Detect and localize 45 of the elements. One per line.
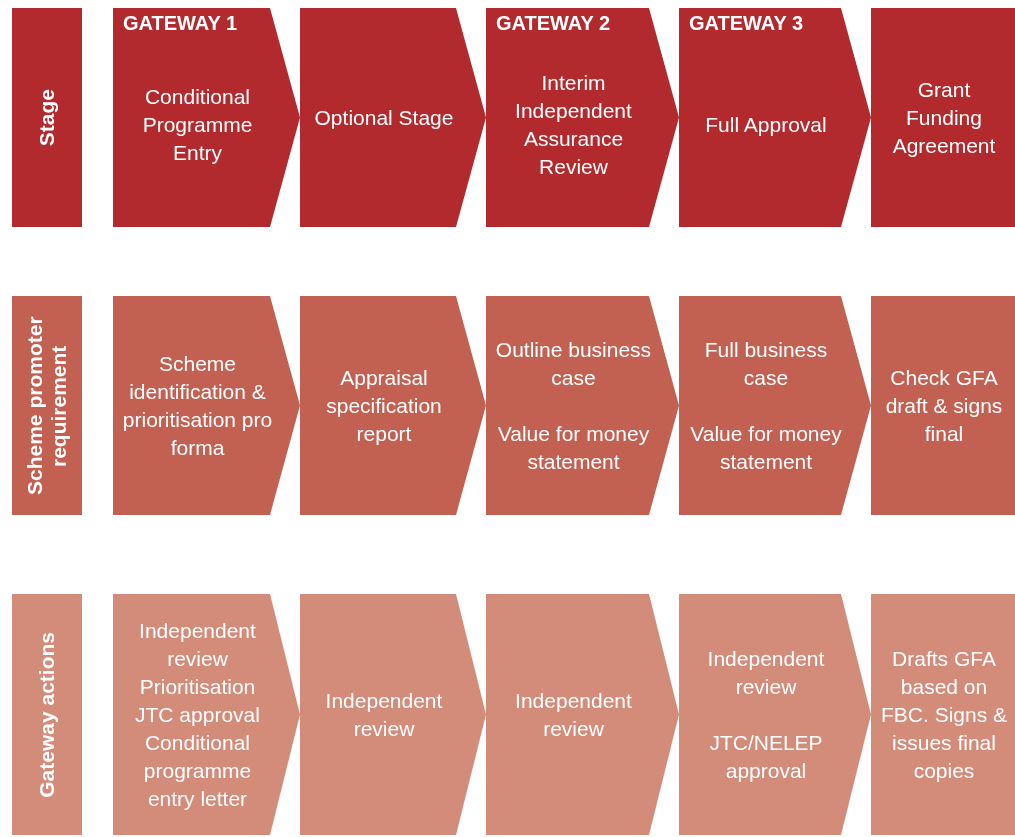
- chevron-shape: [300, 296, 486, 515]
- step-text: Conditional Programme Entry: [141, 83, 254, 166]
- row-header: [12, 8, 82, 227]
- gateway-label: GATEWAY 1: [123, 12, 238, 35]
- chevron-shape: [486, 296, 679, 515]
- step-text: Grant Funding Agreement: [891, 76, 997, 159]
- step-box: [871, 8, 1015, 227]
- chevron-shape: [113, 296, 300, 515]
- row-label: Stage: [35, 88, 59, 147]
- chevron-shape: [679, 594, 871, 835]
- row-label: Gateway actions: [35, 631, 59, 798]
- step-text: Full business case: [703, 336, 829, 391]
- step-box: [871, 594, 1015, 835]
- step-text: Value for money statement: [689, 420, 843, 475]
- step-text: Check GFA draft & signs final: [884, 364, 1004, 447]
- chevron-shape: [679, 296, 871, 515]
- chevron-shape: [679, 8, 871, 227]
- step-text: Conditional programme entry letter: [142, 729, 253, 812]
- chevron-shape: [113, 594, 300, 835]
- step-text: Independent review: [324, 687, 444, 742]
- step-text: Full Approval: [705, 111, 827, 138]
- step-box: [871, 296, 1015, 515]
- gateway-label: GATEWAY 3: [689, 12, 804, 35]
- step-text: Appraisal specification report: [325, 364, 443, 447]
- chevron-shape: [300, 594, 486, 835]
- step-text: Interim Independent Assurance Review: [514, 69, 633, 180]
- chevron-shape: [113, 8, 300, 227]
- step-text: Independent review: [514, 687, 633, 742]
- step-text: Independent review: [706, 645, 826, 700]
- step-text: Scheme identification & prioritisation pro forma: [121, 350, 274, 461]
- step-text: Optional Stage: [314, 104, 454, 131]
- chevron-shape: [486, 594, 679, 835]
- step-text: Drafts GFA based on FBC. Signs & issues final copies: [879, 645, 1008, 784]
- row-header: [12, 296, 82, 515]
- step-text: Outline business case: [494, 336, 653, 391]
- step-text: Value for money statement: [496, 420, 651, 475]
- gateway-label: GATEWAY 2: [496, 12, 611, 35]
- chevron-shape: [300, 8, 486, 227]
- step-text: Independent review: [138, 617, 257, 672]
- row-label: Scheme promoter requirement: [23, 315, 71, 497]
- chevron-shape: [486, 8, 679, 227]
- row-header: [12, 594, 82, 835]
- step-text: Prioritisation: [139, 673, 256, 700]
- step-text: JTC/NELEP approval: [708, 729, 824, 784]
- step-text: JTC approval: [135, 701, 260, 728]
